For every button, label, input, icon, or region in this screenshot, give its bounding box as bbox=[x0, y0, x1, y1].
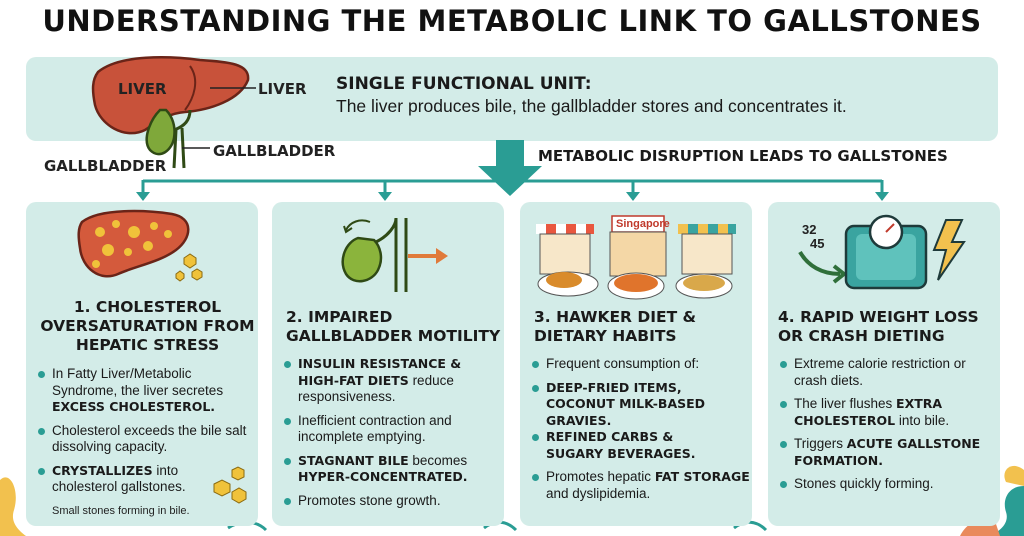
card-3-bullet-1: Frequent consumption of: bbox=[530, 356, 752, 373]
gallbladder-label-right: GALLBLADDER bbox=[213, 142, 336, 160]
hawker-stalls-illustration bbox=[536, 215, 736, 300]
card-4-bullet-4: Stones quickly forming. bbox=[778, 476, 1000, 493]
card-cholesterol: 1. CHOLESTEROL OVERSATURATION FROM HEPAT… bbox=[26, 202, 258, 526]
card-2-bullet-1: INSULIN RESISTANCE & HIGH-FAT DIETS redu… bbox=[282, 356, 504, 406]
page-title: UNDERSTANDING THE METABOLIC LINK TO GALL… bbox=[42, 4, 982, 38]
card-2-bullet-2: Inefficient contraction and incomplete e… bbox=[282, 413, 504, 446]
liver-organ-label: LIVER bbox=[118, 80, 167, 98]
card-2-bullets: INSULIN RESISTANCE & HIGH-FAT DIETS redu… bbox=[282, 356, 504, 516]
card-motility: 2. IMPAIRED GALLBLADDER MOTILITY INSULIN… bbox=[272, 202, 504, 526]
disruption-label: METABOLIC DISRUPTION LEADS TO GALLSTONES bbox=[538, 147, 948, 165]
card-hawker-diet: Singapore 3. HAWKER DIET & DIETARY HABIT… bbox=[520, 202, 752, 526]
card-1-title: 1. CHOLESTEROL OVERSATURATION FROM HEPAT… bbox=[40, 298, 255, 354]
card-1-bullet-1: In Fatty Liver/Metabolic Syndrome, the l… bbox=[36, 366, 258, 416]
card-rapid-weight-loss: 32 45 4. RAPID WEIGHT LOSS OR CRASH DIET… bbox=[768, 202, 1000, 526]
card-4-bullet-3: Triggers ACUTE GALLSTONE FORMATION. bbox=[778, 436, 1000, 469]
card-3-bullet-2: DEEP-FRIED ITEMS, COCONUT MILK-BASED GRA… bbox=[530, 380, 752, 430]
card-4-bullets: Extreme calorie restriction or crash die… bbox=[778, 356, 1000, 500]
card-3-bullets: Frequent consumption of: DEEP-FRIED ITEM… bbox=[530, 356, 752, 509]
card-4-bullet-2: The liver flushes EXTRA CHOLESTEROL into… bbox=[778, 396, 1000, 429]
liver-label: LIVER bbox=[258, 80, 307, 98]
card-1-bullets: In Fatty Liver/Metabolic Syndrome, the l… bbox=[36, 366, 258, 503]
scale-number-32: 32 bbox=[802, 222, 817, 237]
gallbladder-label-left: GALLBLADDER bbox=[44, 157, 167, 175]
card-1-bullet-2: Cholesterol exceeds the bile salt dissol… bbox=[36, 423, 258, 456]
scale-number-45: 45 bbox=[810, 236, 825, 251]
card-1-note: Small stones forming in bile. bbox=[52, 505, 190, 517]
card-2-title: 2. IMPAIRED GALLBLADDER MOTILITY bbox=[286, 308, 501, 345]
card-3-refined-carbs: REFINED CARBS &SUGARY BEVERAGES. bbox=[530, 429, 752, 462]
card-2-bullet-4: Promotes stone growth. bbox=[282, 493, 504, 510]
card-3-bullet-4: Promotes hepatic FAT STORAGE and dyslipi… bbox=[530, 469, 752, 502]
card-1-bullet-3: CRYSTALLIZES into cholesterol gallstones… bbox=[36, 463, 222, 496]
unit-title: SINGLE FUNCTIONAL UNIT: bbox=[336, 74, 592, 94]
gallbladder-arrow-icon bbox=[341, 217, 448, 292]
scale-lightning-icon bbox=[798, 214, 966, 290]
card-4-bullet-1: Extreme calorie restriction or crash die… bbox=[778, 356, 1000, 389]
liver-gallbladder-illustration bbox=[91, 56, 256, 169]
card-4-title: 4. RAPID WEIGHT LOSS OR CRASH DIETING bbox=[778, 308, 979, 345]
unit-text: The liver produces bile, the gallbladder… bbox=[336, 96, 847, 116]
gallstones-icon bbox=[213, 466, 247, 504]
fatty-liver-icon bbox=[77, 209, 203, 282]
card-3-title: 3. HAWKER DIET & DIETARY HABITS bbox=[534, 308, 697, 345]
singapore-sign: Singapore bbox=[616, 218, 670, 230]
